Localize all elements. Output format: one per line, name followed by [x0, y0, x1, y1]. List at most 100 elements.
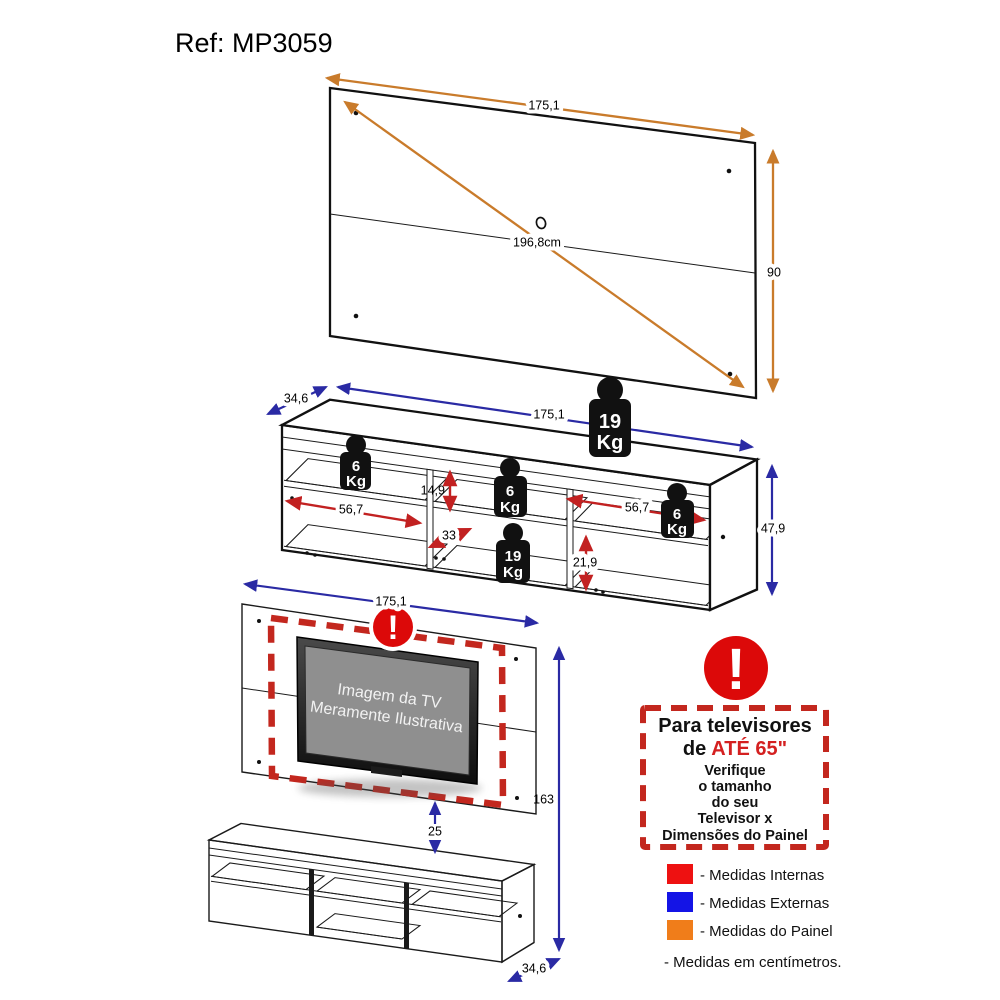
alert-exclamation: ! — [726, 637, 745, 702]
stand-height-label: 47,9 — [761, 521, 785, 535]
warning-line-6: Televisor x — [698, 811, 773, 827]
stand-side-face — [708, 457, 759, 612]
assembled-panel-outline — [241, 603, 537, 815]
warning-border — [640, 705, 829, 850]
weight-value: 6 — [673, 506, 681, 523]
shelf-height-label: 14,9 — [421, 483, 445, 497]
weight-badge-6kg-left: 6 Kg — [340, 435, 371, 490]
weight-head — [667, 483, 687, 503]
weight-body — [494, 476, 527, 517]
inner-right-width-label: 56,7 — [625, 500, 649, 514]
assembled-stand-side-dot — [518, 914, 522, 918]
legend-swatch-panel — [667, 920, 693, 940]
weight-body — [496, 540, 530, 583]
inner-left-width-arrow — [284, 496, 423, 528]
assembled-stand-opening-line — [209, 854, 502, 897]
screw-hole-dot — [514, 657, 518, 661]
assembled-stand-floor-line — [317, 926, 402, 940]
stand-width-label: 175,1 — [533, 407, 564, 421]
weight-badge-6kg-middle: 6 Kg — [494, 458, 527, 517]
panel-width-label: 175,1 — [528, 98, 559, 112]
weight-head — [597, 377, 623, 403]
legend-note: - Medidas em centímetros. — [664, 954, 842, 971]
assembled-width-arrow — [242, 579, 540, 628]
inner-middle-width-arrow — [427, 527, 473, 549]
panel-height-label: 90 — [767, 265, 781, 279]
assembled-stand-dividers — [309, 868, 409, 950]
weight-value: 6 — [506, 483, 514, 500]
weight-unit: Kg — [597, 432, 624, 454]
assembled-stand-top-face — [206, 822, 537, 882]
screw-hole-dot — [257, 619, 261, 623]
weight-badge-6kg-right: 6 Kg — [661, 483, 694, 538]
tv-max-area-dashed-border — [267, 614, 507, 809]
weight-value: 19 — [505, 548, 522, 565]
warning-line2-black: de — [683, 738, 706, 760]
weight-badge-19kg-middle: 19 Kg — [496, 523, 530, 583]
assembled-depth-label: 34,6 — [522, 961, 546, 975]
weight-head — [346, 435, 366, 455]
assembled-stand-top-line — [209, 847, 502, 890]
weight-head — [500, 458, 520, 478]
alert-exclamation: ! — [387, 609, 398, 647]
warning-line-4: o tamanho — [698, 779, 771, 795]
warning-line-3: Verifique — [704, 763, 765, 779]
tv-shadow — [298, 779, 482, 797]
alert-circle — [704, 636, 768, 700]
warning-line-1: Para televisores — [658, 715, 811, 737]
assembled-stand-body — [206, 822, 537, 964]
weight-value: 6 — [352, 458, 360, 475]
weight-value: 19 — [599, 411, 621, 433]
assembled-view: Imagem da TV Meramente Ilustrativa ! — [206, 579, 566, 983]
legend-swatch-internal — [667, 864, 693, 884]
assembled-stand-shelf-bottom — [211, 880, 501, 923]
legend-label-panel: - Medidas do Painel — [700, 923, 833, 940]
stand-depth-arrow — [266, 386, 328, 415]
panel-diagonal-arrow — [343, 100, 745, 389]
tv-stand-base — [371, 766, 402, 777]
screw-hole-dot — [257, 760, 261, 764]
weight-head — [503, 523, 523, 543]
weight-unit: Kg — [500, 499, 520, 516]
assembled-depth-arrow — [507, 957, 561, 983]
weight-unit: Kg — [346, 473, 366, 490]
warning-line-5: do seu — [712, 795, 759, 811]
legend-label-external: - Medidas Externas — [700, 895, 829, 912]
alert-icon-small: ! — [369, 603, 417, 651]
legend: - Medidas Internas - Medidas Externas - … — [664, 864, 842, 971]
weight-badge-19kg-top: 19 Kg — [589, 377, 631, 457]
warning-line2-red: ATÉ 65" — [711, 737, 787, 760]
legend-label-internal: - Medidas Internas — [700, 867, 824, 884]
tv-screen — [304, 645, 471, 776]
tv-stand-diagram: 34,6 175,1 47,9 56,7 14,9 33 56,7 21,9 1… — [266, 377, 789, 612]
page-title: Ref: MP3059 — [175, 28, 333, 58]
stand-depth-label: 34,6 — [284, 391, 308, 405]
inner-lower-height-label: 21,9 — [573, 555, 597, 569]
assembled-stand-side-face — [501, 863, 535, 964]
panel-stand-gap-label: 25 — [428, 824, 442, 838]
panel-width-arrow — [324, 73, 756, 140]
screw-hole-dot — [515, 796, 519, 800]
inner-middle-width-label: 33 — [442, 528, 456, 542]
assembled-height-label: 163 — [533, 792, 554, 806]
screw-hole-dot — [726, 168, 732, 174]
legend-swatch-external — [667, 892, 693, 912]
tv-illustration: Imagem da TV Meramente Ilustrativa — [296, 636, 482, 797]
weight-body — [340, 452, 371, 490]
inner-left-width-label: 56,7 — [339, 502, 363, 516]
weight-unit: Kg — [667, 521, 687, 538]
weight-unit: Kg — [503, 564, 523, 581]
assembled-stand-interior — [210, 862, 519, 940]
tv-panel-diagram: 196,8cm 175,1 90 — [324, 73, 785, 400]
screw-hole-dot — [353, 313, 359, 319]
weight-body — [589, 399, 631, 457]
alert-icon-large: ! — [699, 631, 773, 705]
stand-width-arrow — [335, 382, 755, 452]
weight-body — [661, 500, 694, 538]
panel-diagonal-label: 196,8cm — [513, 235, 561, 249]
warning-line-7: Dimensões do Painel — [662, 828, 808, 844]
